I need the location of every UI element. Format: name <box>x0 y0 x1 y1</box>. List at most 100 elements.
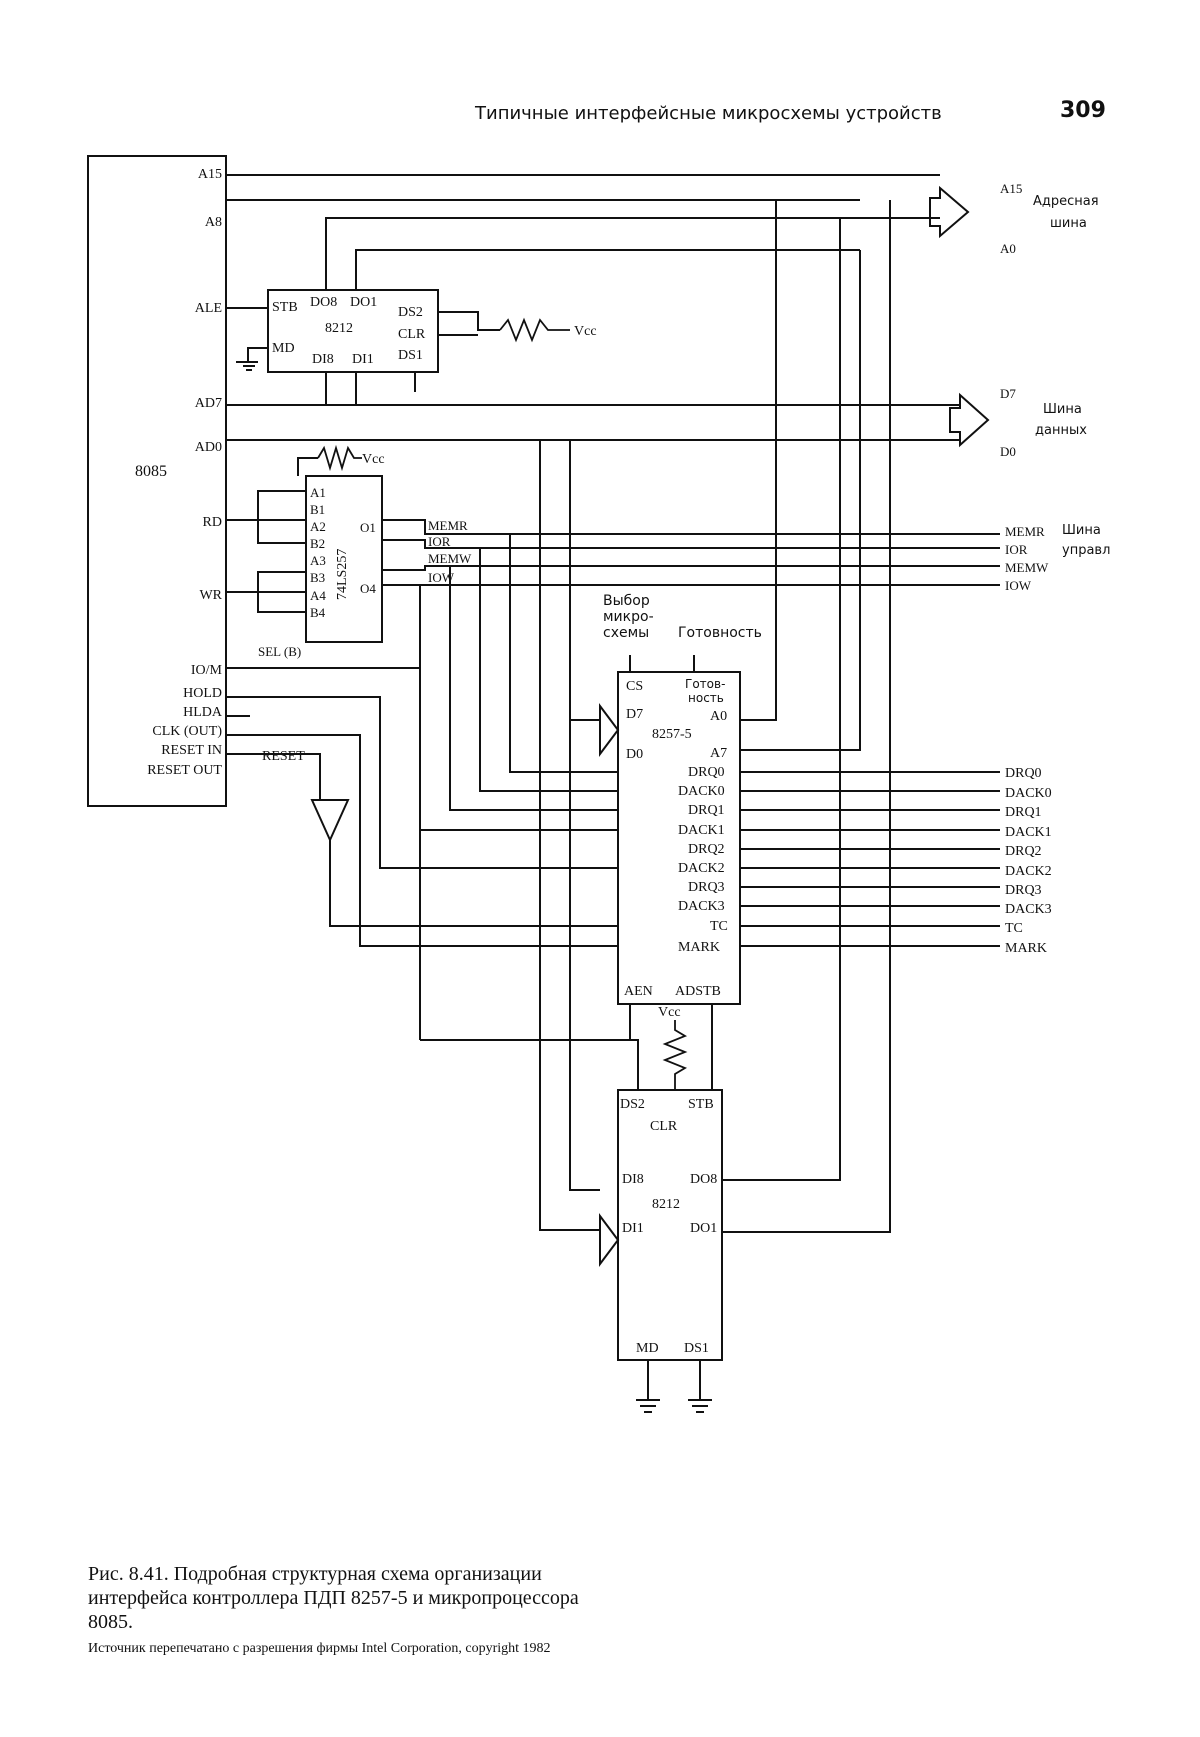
dma-vcc: Vcc <box>658 1005 681 1020</box>
cpu-name: 8085 <box>135 463 167 480</box>
latch-top-vcc: Vcc <box>574 324 597 339</box>
address-bus-a15: A15 <box>1000 181 1022 196</box>
cpu-pin-hlda: HLDA <box>183 705 223 720</box>
latch-bottom-name: 8212 <box>652 1197 680 1212</box>
mux-out-o1: O1 <box>360 520 376 535</box>
dma-pin-drq2: DRQ2 <box>688 842 725 857</box>
latch-bottom-ds2: DS2 <box>620 1097 645 1112</box>
mux-in-a1: A1 <box>310 485 326 500</box>
dma-ready-label: Готов- <box>685 677 725 691</box>
reset-label: RESET <box>262 749 305 764</box>
control-bus-label: Шина <box>1062 523 1101 538</box>
dma-cs: CS <box>626 679 643 694</box>
dma-ready-label-2: ность <box>688 691 724 705</box>
address-bus-a0: A0 <box>1000 241 1016 256</box>
ctrl-ior-label: IOR <box>428 534 451 549</box>
dma-pin-dack1: DACK1 <box>678 823 725 838</box>
ext-drq2: DRQ2 <box>1005 844 1042 859</box>
address-bus-label-2: шина <box>1050 216 1087 231</box>
chip-select-label-3: схемы <box>603 625 649 641</box>
cpu-pin-reset-out: RESET OUT <box>147 763 222 778</box>
latch-top-di1: DI1 <box>352 352 374 367</box>
mux-vcc: Vcc <box>362 452 385 467</box>
ext-mark: MARK <box>1005 941 1047 956</box>
ctrl-memr-label: MEMR <box>428 518 468 533</box>
cpu-pin-reset-in: RESET IN <box>161 743 222 758</box>
dma-adstb: ADSTB <box>675 984 721 999</box>
ext-dack0: DACK0 <box>1005 786 1052 801</box>
latch-top-md: MD <box>272 341 295 356</box>
latch-bottom-do1: DO1 <box>690 1221 717 1236</box>
dma-a7: A7 <box>710 746 727 761</box>
data-bus-d7: D7 <box>1000 386 1016 401</box>
dma-pin-dack2: DACK2 <box>678 861 725 876</box>
latch-bottom-clr: CLR <box>650 1119 678 1134</box>
latch-top-do8: DO8 <box>310 295 337 310</box>
ctrl-bus-memr: MEMR <box>1005 524 1045 539</box>
ctrl-bus-memw: MEMW <box>1005 560 1049 575</box>
mux-in-b4: B4 <box>310 605 326 620</box>
ext-drq0: DRQ0 <box>1005 766 1042 781</box>
cpu-pin-ad0: AD0 <box>195 440 222 455</box>
ext-drq3: DRQ3 <box>1005 883 1042 898</box>
mux-in-a2: A2 <box>310 519 326 534</box>
ext-drq1: DRQ1 <box>1005 805 1042 820</box>
mux-in-b3: B3 <box>310 570 325 585</box>
latch-bottom-ds1: DS1 <box>684 1341 709 1356</box>
latch-top-clr: CLR <box>398 327 426 342</box>
ctrl-bus-iow: IOW <box>1005 578 1032 593</box>
ext-tc: TC <box>1005 921 1023 936</box>
dma-pin-drq0: DRQ0 <box>688 765 725 780</box>
latch-bottom-di1: DI1 <box>622 1221 644 1236</box>
dma-aen: AEN <box>624 984 653 999</box>
readiness-label: Готовность <box>678 625 762 641</box>
mux-in-a3: A3 <box>310 553 326 568</box>
data-bus-label-2: данных <box>1035 423 1087 438</box>
dma-d0: D0 <box>626 747 643 762</box>
figure-source: Источник перепечатано с разрешения фирмы… <box>88 1640 628 1657</box>
dma-a0: A0 <box>710 709 727 724</box>
dma-name: 8257-5 <box>652 727 692 742</box>
address-bus-label: Адресная <box>1033 194 1099 209</box>
ctrl-memw-label: MEMW <box>428 551 472 566</box>
latch-top-di8: DI8 <box>312 352 334 367</box>
data-bus-label: Шина <box>1043 402 1082 417</box>
dma-pin-dack3: DACK3 <box>678 899 725 914</box>
dma-d7: D7 <box>626 707 643 722</box>
cpu-pin-wr: WR <box>199 588 222 603</box>
ext-dack1: DACK1 <box>1005 825 1052 840</box>
cpu-pin-a8: A8 <box>205 215 222 230</box>
control-bus-label-2: управл <box>1062 543 1110 558</box>
cpu-pin-rd: RD <box>203 515 222 530</box>
cpu-pin-ale: ALE <box>195 301 222 316</box>
figure-caption: Рис. 8.41. Подробная структурная схема о… <box>88 1562 608 1634</box>
cpu-pin-io-m: IO/M <box>191 663 223 678</box>
cpu-pin-ad7: AD7 <box>195 396 222 411</box>
latch-top-ds1: DS1 <box>398 348 423 363</box>
latch-bottom-stb: STB <box>688 1097 714 1112</box>
dma-pin-tc: TC <box>710 919 728 934</box>
cpu-pin-a15: A15 <box>198 167 222 182</box>
chip-select-label-2: микро- <box>603 609 654 625</box>
ctrl-bus-ior: IOR <box>1005 542 1028 557</box>
dma-pin-drq1: DRQ1 <box>688 803 725 818</box>
dma-pin-drq3: DRQ3 <box>688 880 725 895</box>
data-bus-d0: D0 <box>1000 444 1016 459</box>
mux-sel: SEL (B) <box>258 644 301 659</box>
mux-out-o4: O4 <box>360 581 376 596</box>
ext-dack3: DACK3 <box>1005 902 1052 917</box>
mux-in-b2: B2 <box>310 536 325 551</box>
dma-pin-dack0: DACK0 <box>678 784 725 799</box>
ext-dack2: DACK2 <box>1005 864 1052 879</box>
cpu-pin-hold: HOLD <box>183 686 222 701</box>
latch-top-stb: STB <box>272 300 298 315</box>
mux-name: 74LS257 <box>335 549 350 600</box>
mux-in-a4: A4 <box>310 588 326 603</box>
latch-top-do1: DO1 <box>350 295 377 310</box>
dma-pin-mark: MARK <box>678 940 720 955</box>
address-bus-arrow <box>930 188 968 236</box>
latch-top-ds2: DS2 <box>398 305 423 320</box>
latch-top-name: 8212 <box>325 321 353 336</box>
chip-select-label: Выбор <box>603 593 650 609</box>
